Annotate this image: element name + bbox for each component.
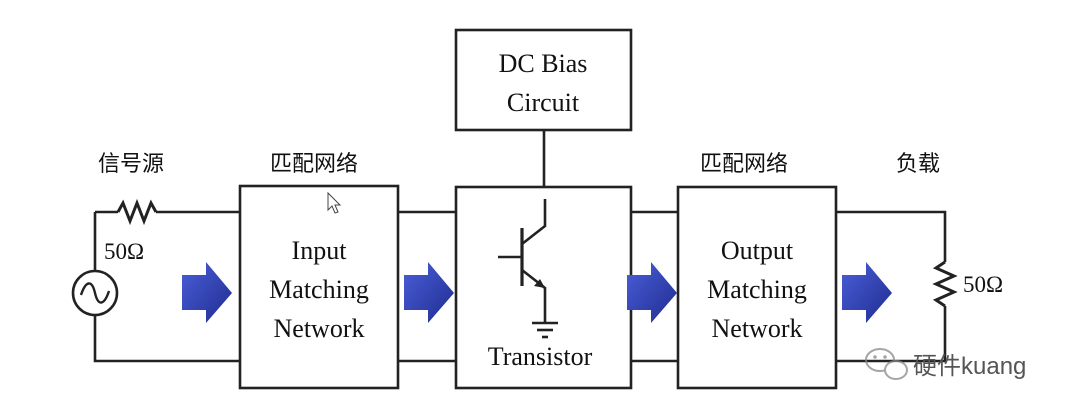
load-top-wire (836, 210, 947, 262)
load-label: 负载 (896, 152, 940, 177)
output-matching-label: 匹配网络 (700, 152, 788, 177)
transistor-label: Transistor (488, 342, 593, 371)
input-matching-line-1: Input (292, 236, 348, 265)
source-bottom-wire (93, 315, 240, 363)
flow-arrow-icon (182, 262, 232, 323)
output-matching-line-3: Network (712, 314, 803, 343)
output-matching-line-1: Output (721, 236, 794, 265)
load-resistor-symbol (932, 260, 958, 308)
flow-arrow-icon (842, 262, 892, 323)
transistor-block (454, 185, 633, 390)
source-label: 信号源 (98, 152, 164, 177)
watermark-text: 硬件kuang (913, 353, 1026, 380)
emitter-arrow-icon (534, 279, 545, 288)
output-matching-line-2: Matching (707, 275, 807, 304)
wechat-icon (865, 348, 908, 380)
flow-arrow-icon (404, 262, 454, 323)
dc-bias-line-1: DC Bias (499, 49, 588, 78)
load-bottom-wire (836, 306, 947, 363)
source-resistor-symbol (116, 198, 158, 226)
mouse-cursor-icon (327, 191, 342, 214)
dc-bias-line-2: Circuit (507, 88, 580, 117)
input-matching-line-3: Network (274, 314, 365, 343)
input-matching-line-2: Matching (269, 275, 369, 304)
flow-arrow-icon (627, 262, 677, 323)
input-matching-label: 匹配网络 (270, 152, 358, 177)
source-resistor-value: 50Ω (104, 239, 144, 264)
ac-source-symbol (71, 269, 119, 317)
output-matching-block (676, 185, 838, 390)
input-matching-block (238, 184, 400, 390)
load-resistor-value: 50Ω (963, 272, 1003, 297)
dc-bias-block (454, 28, 633, 132)
